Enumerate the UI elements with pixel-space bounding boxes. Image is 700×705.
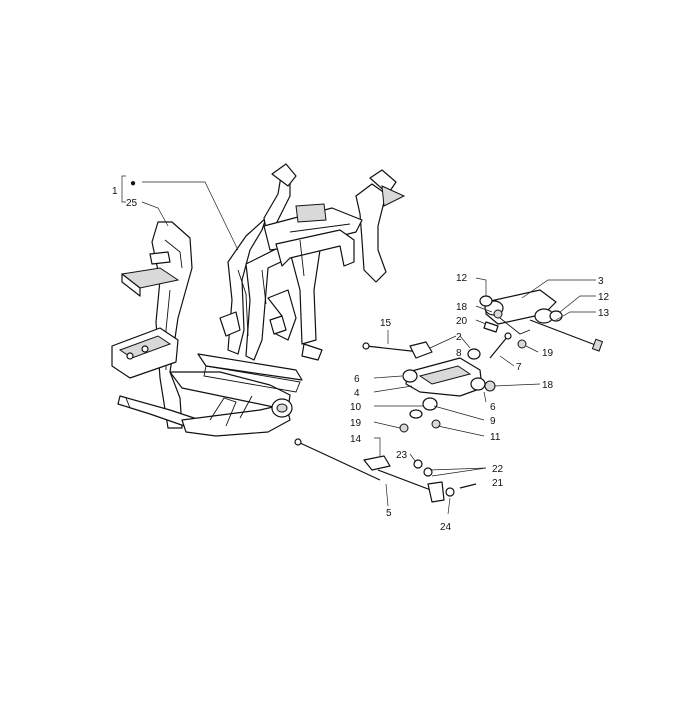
- callout-labels: 1 ● 25 3 12 12 13 18 20 19 7 18 2 8 15 6…: [112, 178, 610, 533]
- scooter-frame: [111, 163, 406, 437]
- part-19-nut: [399, 423, 409, 433]
- callout-1-dot: ●: [130, 178, 136, 189]
- callout-9: 9: [490, 416, 496, 427]
- callout-21: 21: [492, 478, 504, 489]
- callout-19b: 19: [350, 418, 362, 429]
- callout-1: 1: [112, 186, 118, 197]
- callout-3: 3: [598, 276, 604, 287]
- callout-25: 25: [126, 198, 138, 209]
- part-18-nut: [484, 380, 496, 392]
- callout-4: 4: [354, 388, 360, 399]
- part-15-screw: [365, 345, 421, 353]
- part-12-cap: [549, 310, 563, 322]
- part-13-bolt: [529, 319, 599, 347]
- callout-15: 15: [380, 318, 392, 329]
- callout-10: 10: [350, 402, 362, 413]
- exploded-parts: [294, 289, 604, 503]
- part-9-bearing: [422, 397, 438, 411]
- callout-5: 5: [386, 508, 392, 519]
- callout-14: 14: [350, 434, 362, 445]
- part-7-pin: [489, 335, 509, 359]
- callout-13: 13: [598, 308, 610, 319]
- part-6-bush: [470, 377, 486, 391]
- callout-19a: 19: [542, 348, 554, 359]
- callout-20: 20: [456, 316, 468, 327]
- callout-22: 22: [492, 464, 504, 475]
- callout-7: 7: [516, 362, 522, 373]
- callout-12b: 12: [598, 292, 610, 303]
- part-12-cap: [479, 295, 493, 307]
- part-19-nut: [517, 339, 527, 349]
- part-4-link: [405, 357, 483, 397]
- leader-lines: [121, 175, 596, 515]
- part-14-rod: [297, 441, 381, 481]
- callout-18b: 18: [542, 380, 554, 391]
- part-8-bush: [467, 348, 481, 360]
- part-11-nut: [431, 419, 441, 429]
- part-5-stand: [363, 455, 445, 503]
- callout-8: 8: [456, 348, 462, 359]
- part-18-nut: [493, 309, 503, 319]
- part-10-washer: [409, 409, 423, 419]
- part-6-bush: [402, 369, 418, 383]
- callout-23: 23: [396, 450, 408, 461]
- callout-6a: 6: [354, 374, 360, 385]
- part-3-bracket: [484, 289, 557, 335]
- part-22-washer: [423, 467, 433, 477]
- callout-6b: 6: [490, 402, 496, 413]
- callout-2: 2: [456, 332, 462, 343]
- callout-18a: 18: [456, 302, 468, 313]
- callout-12a: 12: [456, 273, 468, 284]
- part-24-washer: [445, 487, 455, 497]
- part-2-block: [409, 341, 433, 359]
- callout-11: 11: [490, 432, 501, 443]
- part-13-bolt-head: [591, 338, 604, 352]
- callout-24: 24: [440, 522, 452, 533]
- part-21-screw: [459, 483, 477, 489]
- part-20-bolt: [483, 321, 499, 333]
